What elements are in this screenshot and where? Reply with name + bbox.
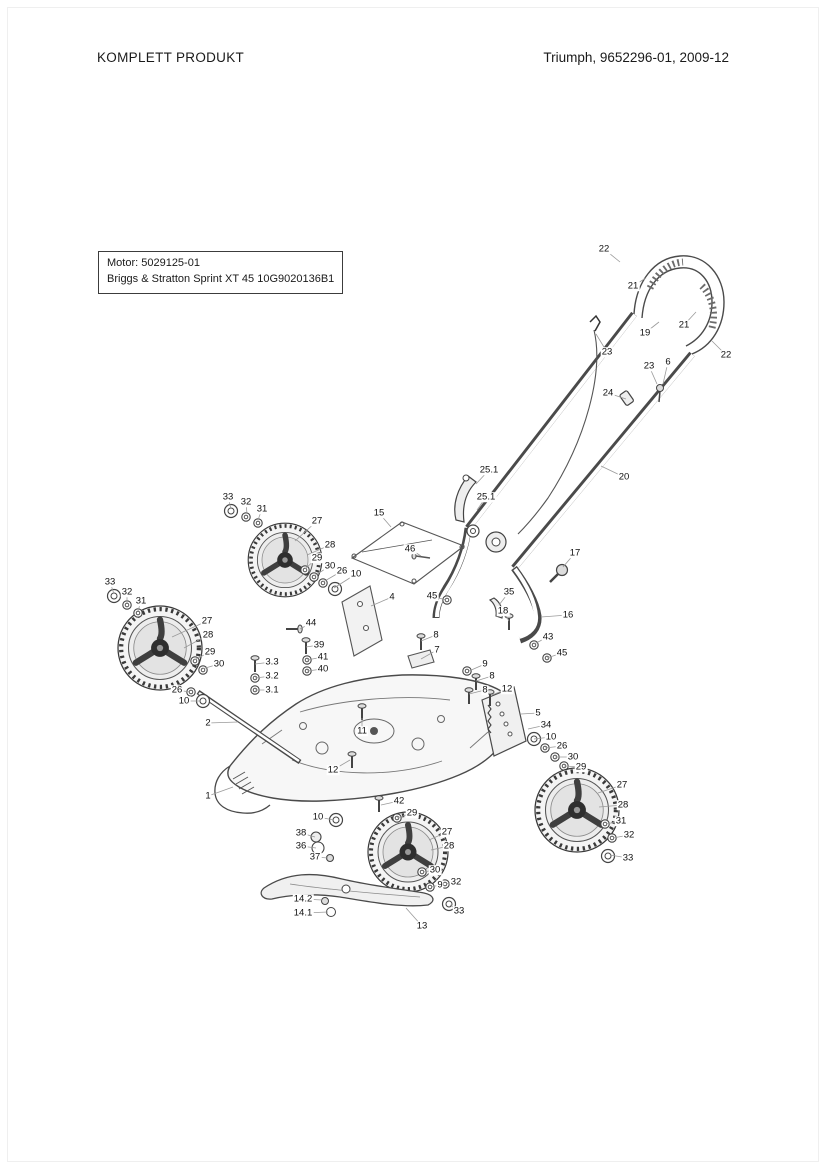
handle-brackets (432, 527, 542, 644)
side-plate (341, 585, 383, 657)
drive-lever-pulleys (454, 474, 569, 619)
motor-model: Briggs & Stratton Sprint XT 45 10G902013… (107, 272, 335, 285)
page-title: KOMPLETT PRODUKT (97, 50, 245, 65)
cover-panel (350, 521, 466, 585)
motor-number: Motor: 5029125-01 (107, 257, 200, 269)
blade (260, 873, 434, 917)
height-adjust-bracket (481, 686, 527, 757)
wheel-rear-right (535, 768, 619, 852)
wheel-front-left (118, 606, 202, 690)
wheel-hardware (106, 503, 617, 912)
wheel-front-upper (248, 523, 322, 597)
motor-info-box: Motor: 5029125-01 Briggs & Stratton Spri… (98, 251, 344, 294)
handlebar-lower (465, 311, 695, 571)
doc-reference: Triumph, 9652296-01, 2009-12 (543, 50, 729, 65)
mower-deck (214, 674, 513, 814)
wheel-rear-center (368, 812, 448, 892)
handlebar-upper (633, 255, 725, 355)
